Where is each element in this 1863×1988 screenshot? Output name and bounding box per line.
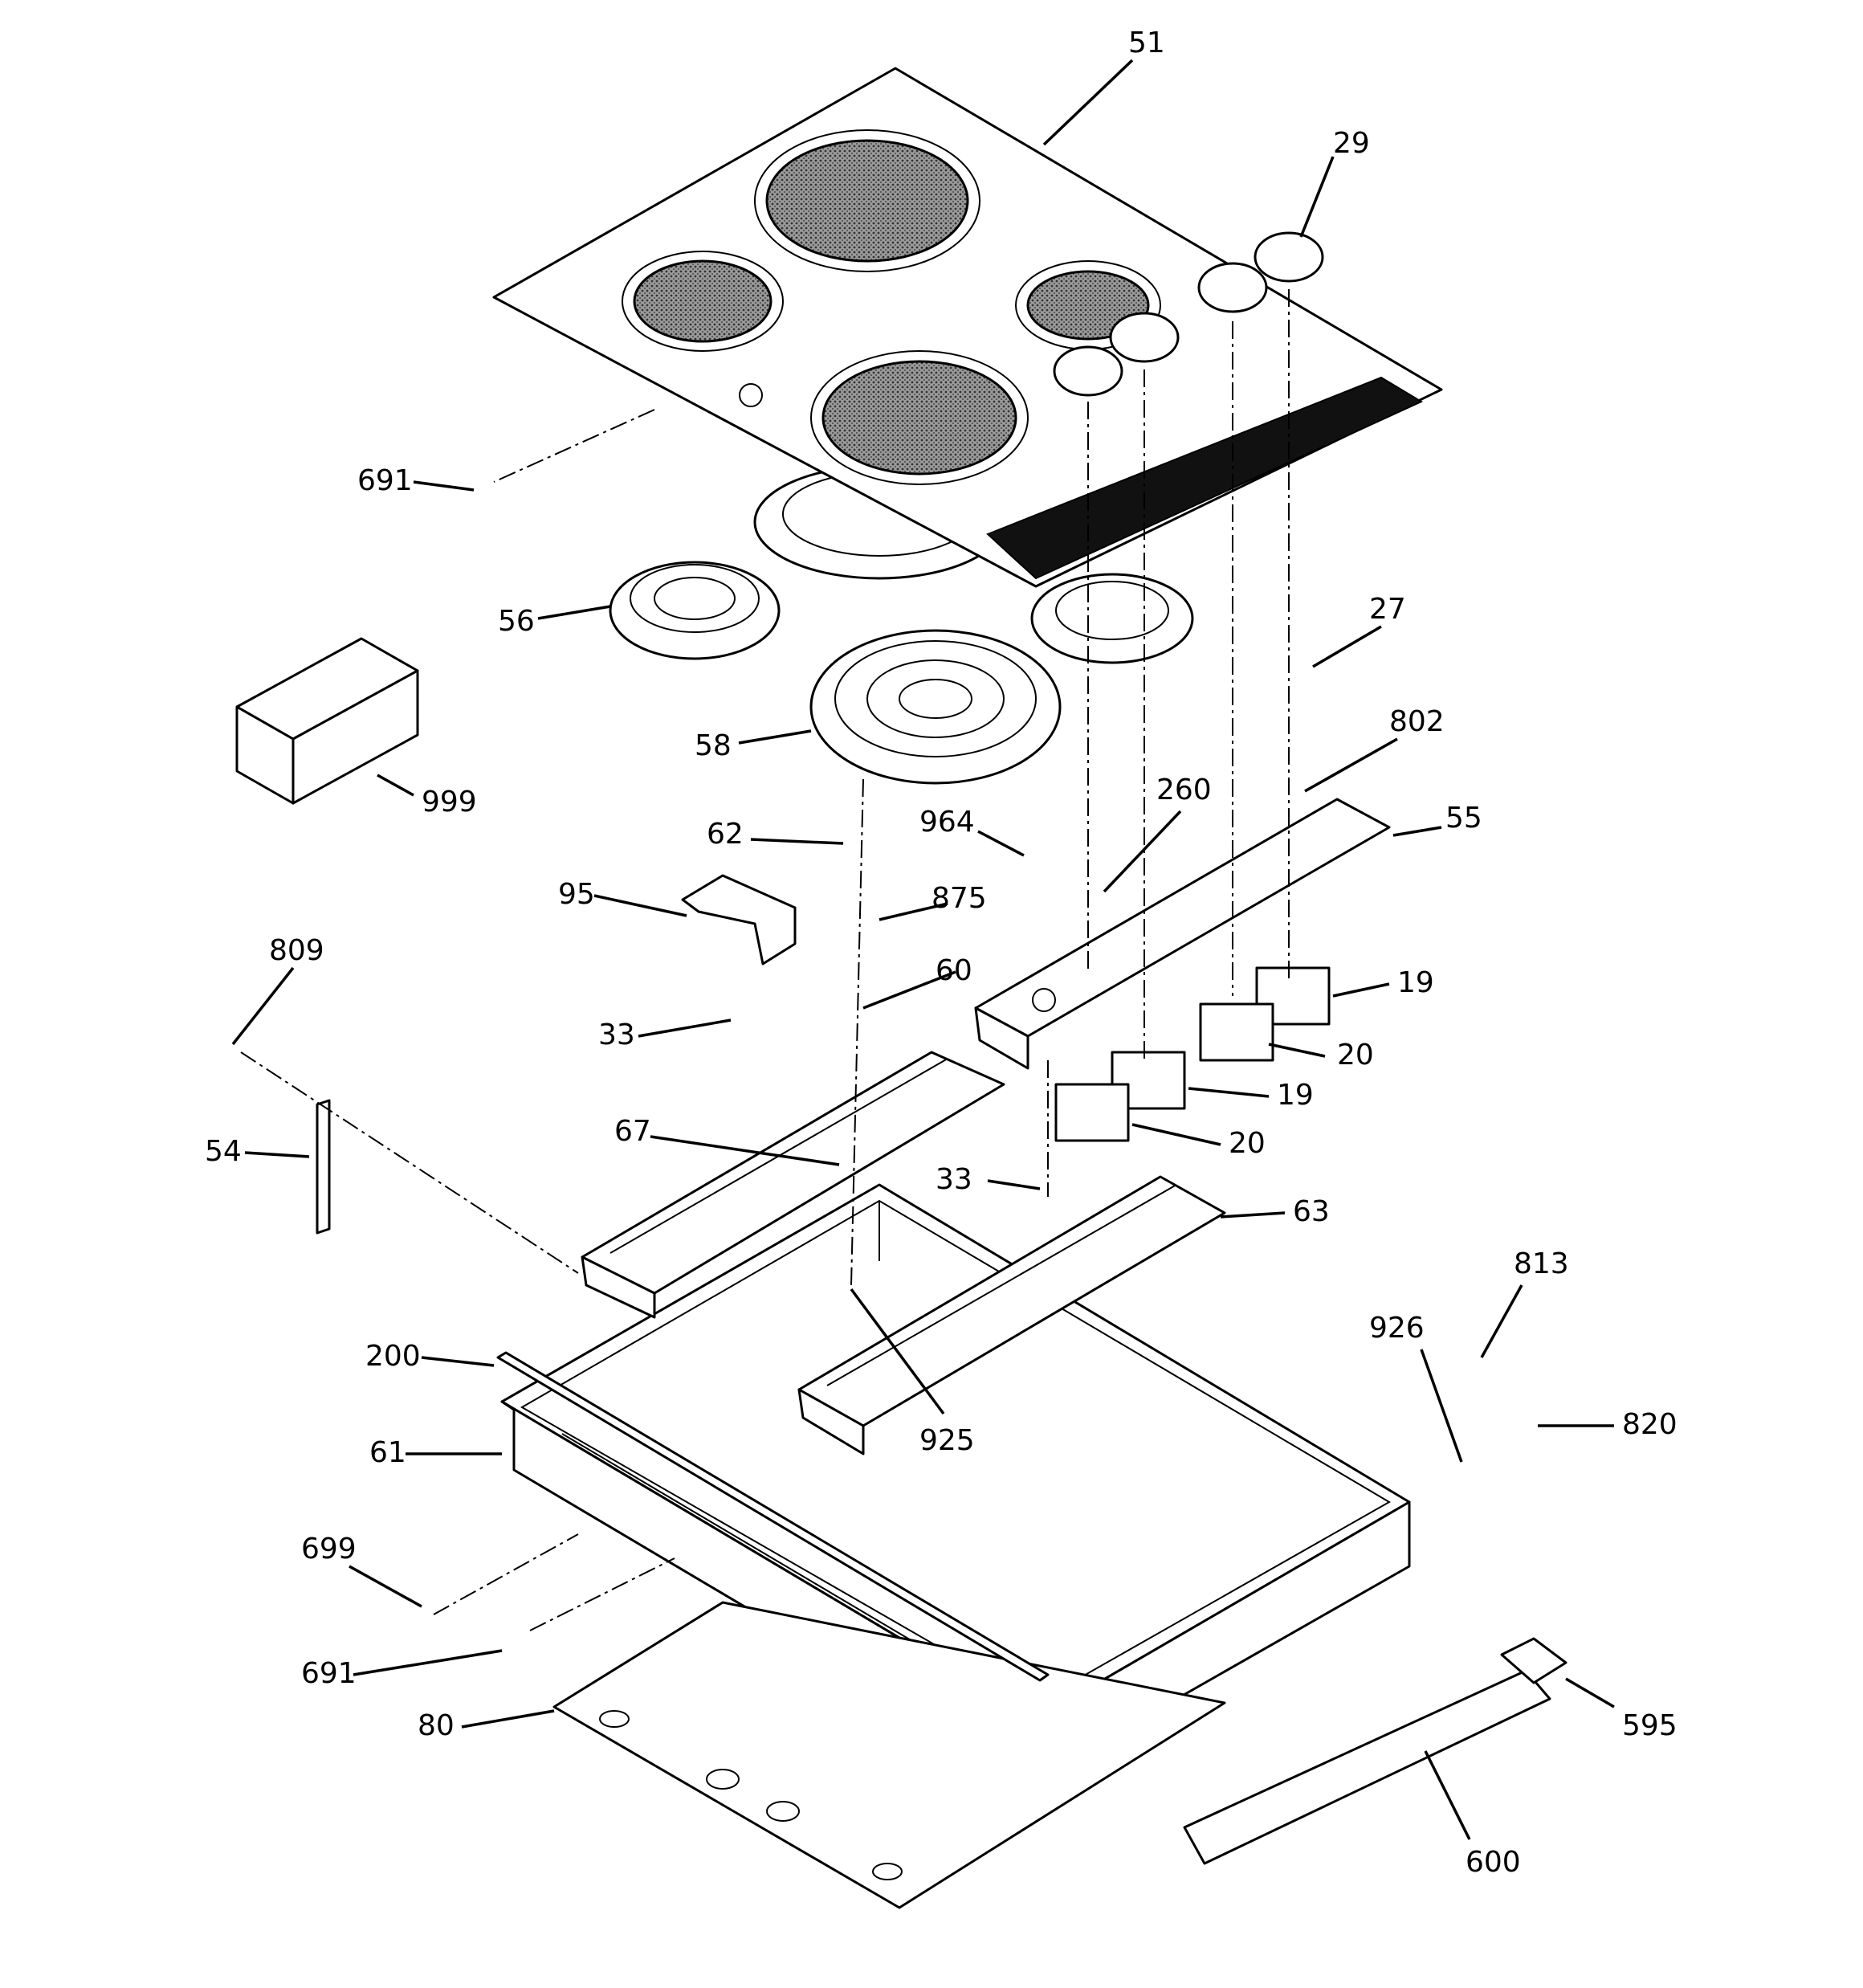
callout-67: 67 bbox=[614, 1115, 651, 1148]
callout-20: 20 bbox=[1337, 1039, 1374, 1072]
callout-600: 600 bbox=[1466, 1846, 1521, 1879]
callout-260: 260 bbox=[1156, 774, 1212, 806]
callout-925: 925 bbox=[919, 1424, 975, 1457]
callout-19: 19 bbox=[1277, 1079, 1314, 1112]
terminal-block bbox=[1500, 1637, 1567, 1684]
callout-80: 80 bbox=[418, 1709, 455, 1742]
callout-691: 691 bbox=[301, 1657, 357, 1690]
callout-875: 875 bbox=[932, 882, 987, 915]
callout-60: 60 bbox=[936, 954, 972, 987]
callout-55: 55 bbox=[1445, 802, 1482, 835]
conduit bbox=[1183, 1669, 1551, 1865]
callout-62: 62 bbox=[707, 818, 744, 851]
callout-926: 926 bbox=[1369, 1312, 1425, 1345]
callout-labels: 51 29 691 56 27 58 999 802 260 62 964 55 95 875 809 60 1… bbox=[205, 27, 1678, 1879]
carton-box bbox=[235, 637, 419, 805]
callout-56: 56 bbox=[498, 605, 535, 638]
callout-33: 33 bbox=[936, 1163, 972, 1196]
callout-27: 27 bbox=[1369, 593, 1406, 626]
callout-820: 820 bbox=[1622, 1408, 1678, 1441]
callout-29: 29 bbox=[1333, 127, 1370, 160]
callout-691: 691 bbox=[357, 464, 413, 497]
callout-200: 200 bbox=[365, 1340, 421, 1373]
mounting-bracket bbox=[681, 874, 797, 965]
callout-54: 54 bbox=[205, 1135, 242, 1168]
bottom-panel bbox=[552, 1601, 1226, 1909]
callout-809: 809 bbox=[269, 934, 324, 967]
callout-58: 58 bbox=[695, 729, 732, 762]
control-knobs bbox=[1053, 231, 1324, 397]
assembly-lines bbox=[240, 289, 1290, 1631]
callout-595: 595 bbox=[1622, 1709, 1678, 1742]
leader-lines bbox=[231, 59, 1615, 1840]
callout-964: 964 bbox=[919, 806, 975, 839]
callout-63: 63 bbox=[1293, 1195, 1330, 1228]
callout-51: 51 bbox=[1128, 27, 1165, 59]
callout-999: 999 bbox=[422, 786, 477, 818]
hold-down-strip bbox=[316, 1099, 331, 1235]
cooktop-glass bbox=[492, 67, 1443, 588]
callout-19: 19 bbox=[1397, 966, 1434, 999]
callout-813: 813 bbox=[1514, 1247, 1569, 1280]
control-bracket bbox=[974, 798, 1391, 1070]
callout-61: 61 bbox=[369, 1436, 406, 1469]
callout-95: 95 bbox=[558, 878, 595, 911]
callout-802: 802 bbox=[1389, 705, 1445, 738]
trim-rail bbox=[496, 1351, 1050, 1682]
callout-699: 699 bbox=[301, 1533, 357, 1565]
callout-20: 20 bbox=[1229, 1127, 1266, 1160]
callout-33: 33 bbox=[598, 1018, 635, 1051]
switches bbox=[1054, 966, 1331, 1142]
